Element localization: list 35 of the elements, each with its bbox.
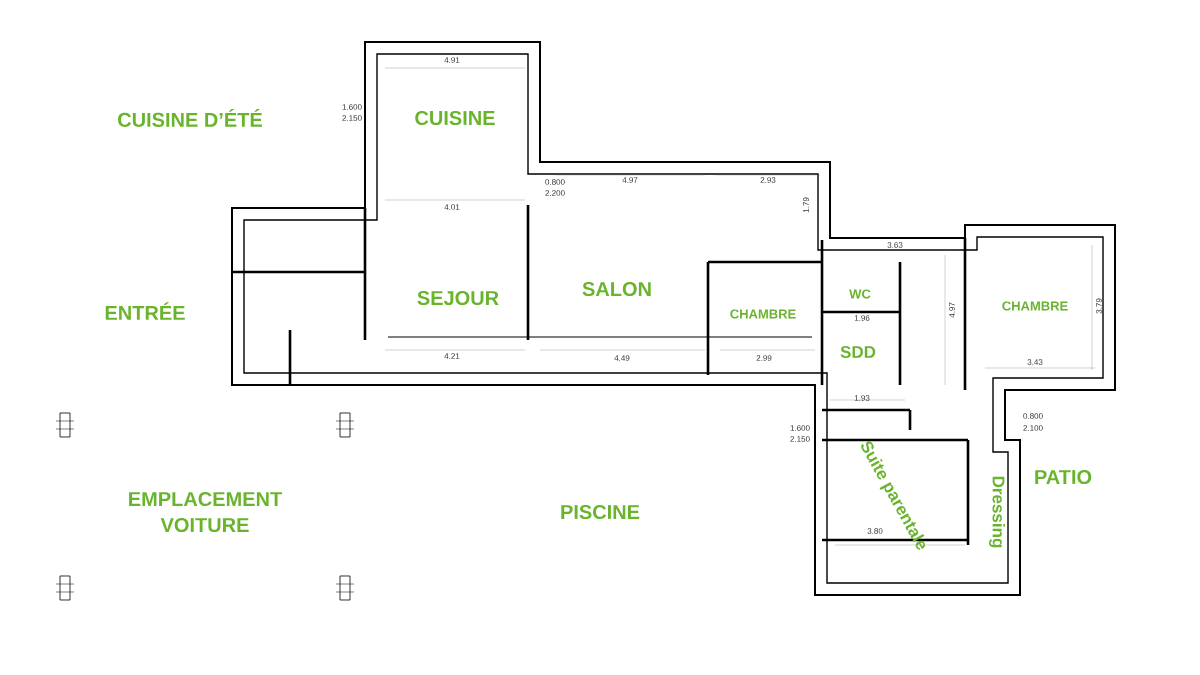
dimension-label: 4.91 [444,57,460,63]
dimension-label: 1.96 [854,315,870,321]
dimension-label: 4.01 [444,204,460,210]
room-label: SALON [582,281,651,297]
room-label: CUISINE D’ÉTÉ [118,109,262,127]
room-label: CHAMBRE [1002,301,1068,311]
dimension-label: 1.600 [342,104,362,110]
room-label: SEJOUR [417,290,499,306]
dimension-label: 3.43 [1027,359,1043,365]
room-label: SDD [840,346,876,358]
dimension-label: 4.97 [949,302,955,318]
dimension-label: 4.97 [622,177,638,183]
room-label: CHAMBRE [730,309,796,319]
room-label: Dressing [989,476,1005,548]
dimension-label: 2.99 [756,355,772,361]
dimension-label: 2.100 [1023,425,1043,431]
dimension-label: 2.150 [342,115,362,121]
dimension-label: 4.49 [614,355,630,361]
dimension-label: 1.93 [854,395,870,401]
dimension-label: 0.800 [545,179,565,185]
dimension-label: 3.63 [887,242,903,248]
dimension-label: 1.79 [803,197,809,213]
room-label: CUISINE [415,110,495,126]
dimension-label: 2.93 [760,177,776,183]
dimension-label: 4.21 [444,353,460,359]
room-label: PISCINE [561,504,640,520]
room-label: WC [849,289,871,299]
dimension-label: 1.600 [790,425,810,431]
dimension-label: 3.79 [1096,298,1102,314]
room-label: EMPLACEMENT VOITURE [129,491,282,533]
dimension-label: 2.200 [545,190,565,196]
dimension-label: 2.150 [790,436,810,442]
dimension-label: 0.800 [1023,413,1043,419]
room-label: PATIO [1035,469,1092,485]
room-label: ENTRÉE [105,302,185,320]
